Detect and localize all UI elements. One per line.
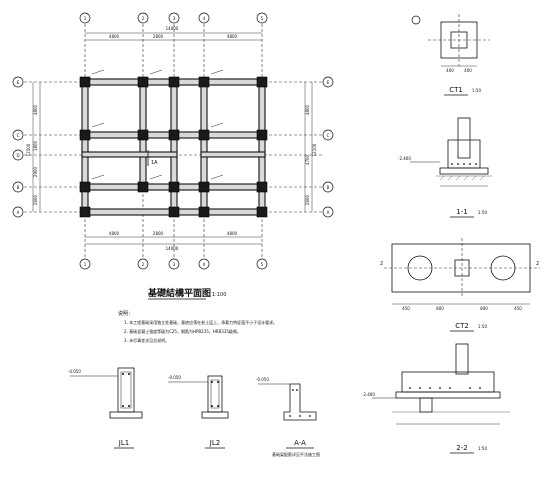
- notes-item-2: 2. 基础混凝土强度等级为C25，钢筋为HPB235，HRB335级钢。: [124, 328, 241, 334]
- plan-bottom-total: 14000: [166, 246, 179, 251]
- svg-text:-0.050: -0.050: [168, 375, 181, 380]
- ct1-label: CT1: [449, 86, 463, 94]
- grid-bubbles-right: E C B A: [322, 76, 334, 218]
- svg-text:A: A: [327, 210, 330, 215]
- plan-bottom-dim-2: 2800: [153, 231, 164, 236]
- svg-text:A: A: [17, 210, 20, 215]
- plan-right-dim-2: 4700: [305, 154, 310, 165]
- svg-text:4: 4: [203, 16, 206, 21]
- plan-bottom-dim-1: 4800: [109, 231, 120, 236]
- grid-bubbles-left: E C D B A: [12, 76, 24, 218]
- plan-left-dim-4: 2600: [33, 194, 38, 205]
- svg-text:1:50: 1:50: [478, 324, 487, 329]
- svg-text:2: 2: [536, 261, 539, 267]
- ct2-label: CT2: [455, 322, 469, 330]
- svg-text:2: 2: [142, 16, 145, 21]
- section-a-a-label: A-A: [294, 439, 306, 447]
- svg-text:400: 400: [464, 68, 472, 73]
- plan-left-dim-3: 2900: [33, 166, 38, 177]
- plan-section-mark: 1A: [151, 160, 158, 166]
- svg-text:5: 5: [261, 16, 264, 21]
- notes-item-1: 1. 本工程基础采用独立柱基础，基底应落在老土层上，承载力特征值不小于设计要求。: [124, 319, 277, 325]
- svg-text:-0.050: -0.050: [256, 377, 269, 382]
- plan-top-dim-1: 4800: [109, 34, 120, 39]
- svg-text:C: C: [327, 133, 330, 138]
- plan-scale: 1:100: [212, 292, 226, 298]
- plan-left-dim-2: 1800: [33, 140, 38, 151]
- svg-text:C: C: [17, 133, 20, 138]
- plan-top-dim-2: 2800: [153, 34, 164, 39]
- section-1-1-label: 1-1: [456, 208, 467, 216]
- svg-text:800: 800: [480, 306, 488, 311]
- svg-text:D: D: [16, 153, 19, 158]
- plan-left-total: 12500: [26, 143, 31, 156]
- plan-left-dim-1: 4800: [33, 104, 38, 115]
- section-2-2: -2.400 2-2 1:50: [362, 343, 510, 454]
- svg-text:-2.400: -2.400: [362, 392, 375, 397]
- svg-text:1:50: 1:50: [478, 210, 487, 215]
- plan-title: 基礎結構平面图: [147, 287, 211, 299]
- svg-text:1: 1: [84, 262, 87, 267]
- notes-block: 说明： 1. 本工程基础采用独立柱基础，基底应落在老土层上，承载力特征值不小于设…: [118, 310, 277, 343]
- svg-text:3: 3: [173, 262, 176, 267]
- svg-text:2: 2: [380, 261, 383, 267]
- svg-text:B: B: [327, 185, 330, 190]
- ct2-detail: 2 2 450 800 800 450 CT2 1:50: [380, 238, 540, 332]
- svg-text:800: 800: [436, 306, 444, 311]
- svg-text:-0.050: -0.050: [68, 369, 81, 374]
- svg-text:450: 450: [402, 306, 410, 311]
- foundation-plan: 14000 4800 2800 4800 4800 2800 4800 1400…: [12, 12, 334, 300]
- section-1-1: -2.400 1-1 1:50: [398, 117, 492, 218]
- svg-text:5: 5: [261, 262, 264, 267]
- svg-text:4: 4: [203, 262, 206, 267]
- svg-text:1:50: 1:50: [478, 446, 487, 451]
- svg-text:450: 450: [514, 306, 522, 311]
- plan-top-total: 14000: [166, 26, 179, 31]
- svg-text:基础梁配筋详见平法施工图: 基础梁配筋详见平法施工图: [272, 451, 320, 457]
- plan-right-total: 12100: [312, 143, 317, 156]
- jl1-detail: -0.050 JL1: [68, 367, 143, 449]
- svg-text:2: 2: [142, 262, 145, 267]
- svg-text:B: B: [17, 185, 20, 190]
- notes-item-3: 3. 未尽事宜详见总说明。: [124, 337, 169, 343]
- svg-text:-2.400: -2.400: [398, 156, 411, 161]
- svg-text:1: 1: [84, 16, 87, 21]
- jl2-detail: -0.050 JL2: [168, 375, 229, 449]
- section-2-2-label: 2-2: [456, 444, 467, 452]
- notes-heading: 说明：: [118, 310, 133, 317]
- svg-text:E: E: [17, 80, 20, 85]
- jl2-label: JL2: [209, 439, 220, 447]
- svg-text:E: E: [327, 80, 330, 85]
- ct1-detail: 400 400 CT1 1:50: [411, 14, 490, 96]
- svg-text:400: 400: [446, 68, 454, 73]
- grid-bubbles-bottom: 1 2 3 4 5: [79, 258, 268, 270]
- plan-right-dim-1: 4800: [305, 104, 310, 115]
- jl1-label: JL1: [118, 439, 129, 447]
- section-a-a: -0.050 A-A 基础梁配筋详见平法施工图: [256, 377, 320, 457]
- svg-text:1:50: 1:50: [472, 88, 481, 93]
- plan-top-dim-3: 4800: [227, 34, 238, 39]
- plan-right-dim-3: 2600: [305, 194, 310, 205]
- svg-text:3: 3: [173, 16, 176, 21]
- plan-bottom-dim-3: 4800: [227, 231, 238, 236]
- grid-bubbles-top: 1 2 3 4 5: [79, 12, 268, 24]
